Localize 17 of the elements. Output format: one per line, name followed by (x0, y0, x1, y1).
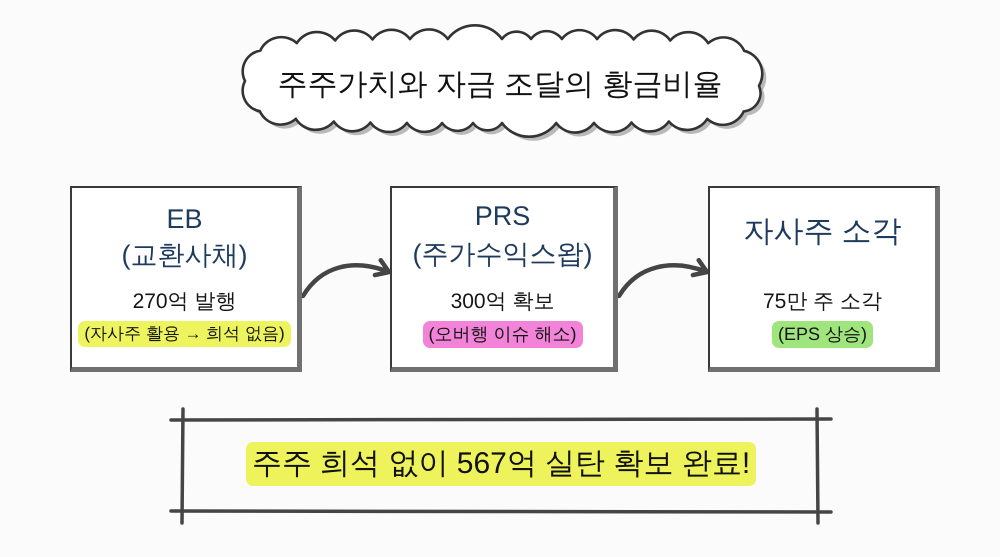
banner-box (168, 406, 834, 526)
process-box (70, 186, 302, 372)
box-text: 270억 발행 (132, 289, 236, 315)
banner-text: 주주 희석 없이 567억 실탄 확보 완료! (246, 442, 756, 486)
curved-arrow (616, 258, 710, 298)
box-heading: EB (교환사채) (122, 203, 248, 272)
box-heading: PRS (주가수익스왑) (412, 200, 592, 271)
highlighted-text: (오버행 이슈 해소) (422, 321, 582, 348)
highlighted-text: (자사주 활용 → 희석 없음) (78, 321, 291, 347)
box-heading: 자사주 소각 (743, 214, 902, 250)
process-box (390, 186, 618, 372)
box-text: 75만 주 소각 (762, 289, 882, 315)
box-text: 300억 확보 (450, 289, 554, 315)
process-box (708, 186, 940, 372)
title: 주주가치와 자금 조달의 황금비율 (277, 67, 722, 103)
curved-arrow (300, 258, 392, 298)
highlighted-text: (EPS 상승) (772, 321, 873, 348)
